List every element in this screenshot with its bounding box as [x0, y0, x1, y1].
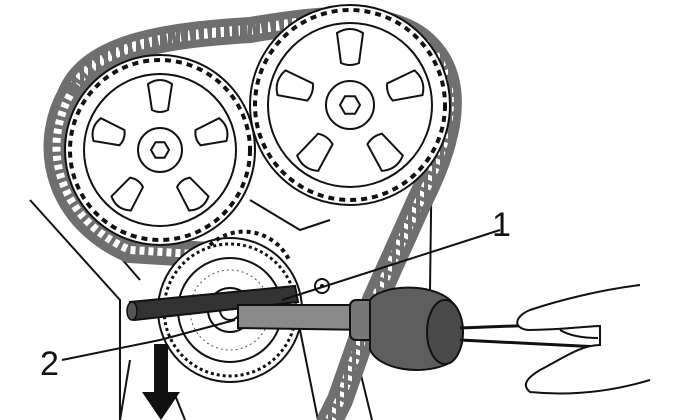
rotation-direction-arrow	[142, 344, 180, 420]
leader-line-2	[61, 319, 236, 361]
wrench-tool	[237, 286, 621, 371]
crank-sprocket-edge	[208, 229, 292, 263]
leader-lines	[61, 229, 501, 361]
right-camshaft-sprocket	[249, 4, 451, 206]
callout-label-2: 2	[40, 345, 59, 383]
left-camshaft-sprocket	[64, 54, 256, 246]
hand	[516, 284, 651, 395]
locking-rod	[126, 284, 300, 322]
callout-label-1: 1	[492, 206, 511, 244]
leader-line-1	[281, 229, 501, 301]
